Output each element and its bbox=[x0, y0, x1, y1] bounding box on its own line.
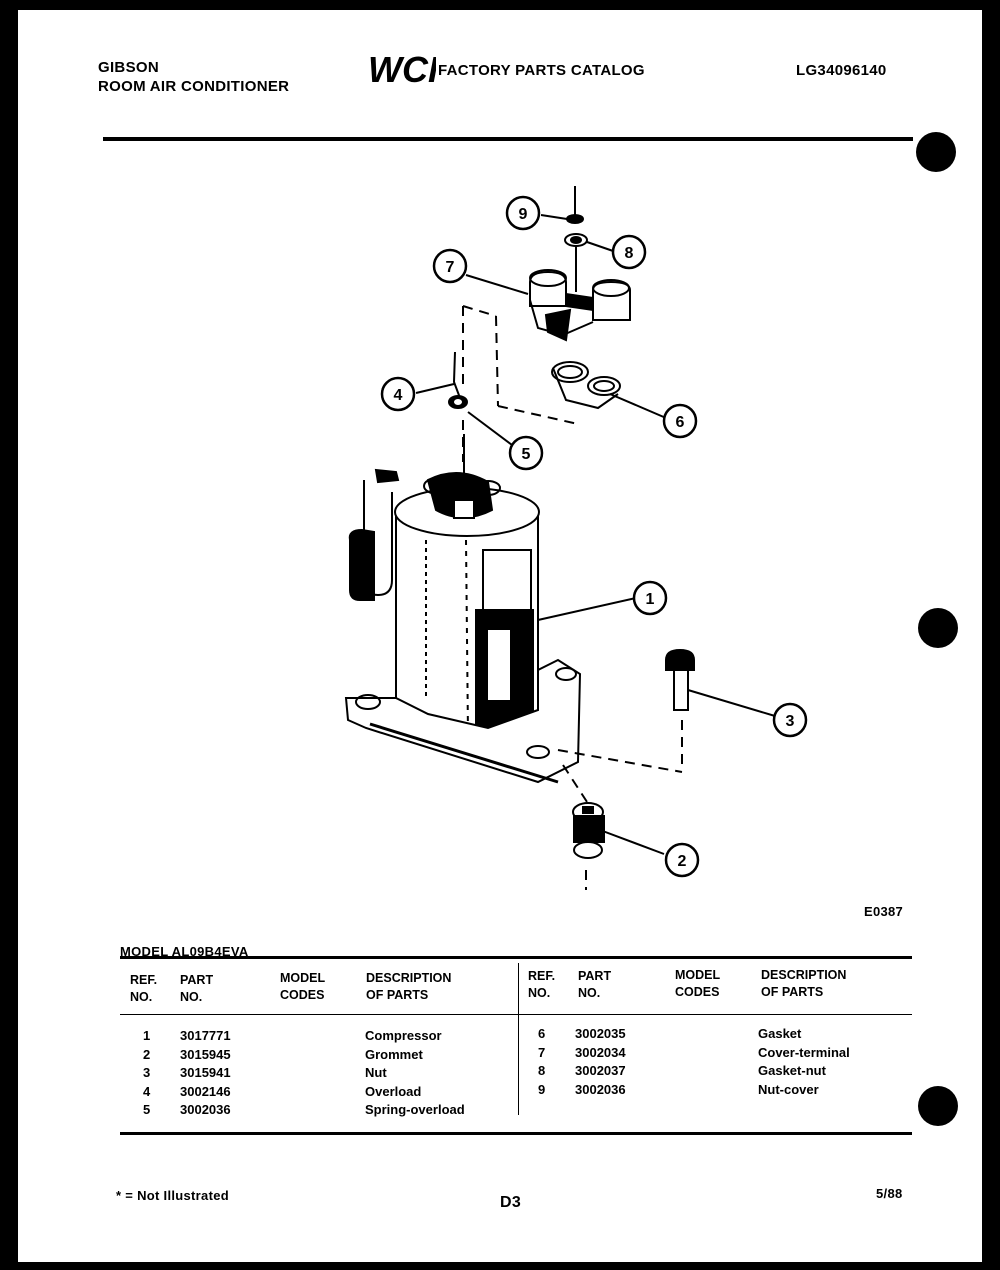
header-part-no-right: PART NO. bbox=[578, 969, 612, 1000]
callout-4 bbox=[380, 376, 416, 412]
wci-logo: WCI bbox=[368, 50, 436, 88]
callout-7 bbox=[432, 248, 468, 284]
page-code: D3 bbox=[500, 1194, 522, 1211]
callout-2-label: 2 bbox=[678, 853, 687, 870]
callout-1-label: 1 bbox=[646, 591, 655, 608]
binder-hole bbox=[916, 132, 956, 172]
callout-5 bbox=[508, 435, 544, 471]
callout-9-label: 9 bbox=[519, 206, 528, 223]
callout-8 bbox=[611, 234, 647, 270]
parts-list-right: 6 3002035 Gasket 7 3002034 Cover-termina… bbox=[518, 1026, 914, 1100]
table-row: 6 3002035 Gasket bbox=[538, 1026, 802, 1041]
callout-9 bbox=[505, 195, 541, 231]
callout-3-label: 3 bbox=[786, 713, 795, 730]
parts-catalog-page: GIBSON ROOM AIR CONDITIONER WCI FACTORY … bbox=[18, 10, 982, 1262]
diagram-code: E0387 bbox=[864, 904, 904, 919]
table-header-rule bbox=[120, 1014, 912, 1015]
table-row: 9 3002036 Nut-cover bbox=[538, 1081, 819, 1097]
header-model-codes-left: MODEL CODES bbox=[280, 971, 326, 1002]
table-row: 2 3015945 Grommet bbox=[143, 1046, 423, 1062]
callout-8-label: 8 bbox=[625, 245, 634, 262]
catalog-number: LG34096140 bbox=[796, 62, 887, 79]
exploded-parts-diagram: 9 8 7 6 4 5 1 3 2 bbox=[344, 186, 808, 890]
table-row: 8 3002037 Gasket-nut bbox=[538, 1063, 826, 1078]
parts-list-left: 1 3017771 Compressor 2 3015945 Grommet 3… bbox=[118, 1028, 518, 1121]
binder-hole bbox=[918, 608, 958, 648]
header-description-left: DESCRIPTION OF PARTS bbox=[366, 971, 452, 1002]
callout-1 bbox=[632, 580, 668, 616]
page-date: 5/88 bbox=[876, 1186, 903, 1201]
header-ref-no-left: REF. NO. bbox=[130, 973, 158, 1004]
table-row: 3 3015941 Nut bbox=[143, 1065, 387, 1080]
product-name: ROOM AIR CONDITIONER bbox=[98, 78, 290, 95]
table-top-rule bbox=[120, 956, 912, 959]
callout-2 bbox=[664, 842, 700, 878]
table-row: 5 3002036 Spring-overload bbox=[143, 1102, 465, 1117]
callout-4-label: 4 bbox=[394, 387, 403, 404]
header-model-codes-right: MODEL CODES bbox=[675, 968, 721, 999]
table-row: 1 3017771 Compressor bbox=[143, 1028, 442, 1043]
brand-block: GIBSON ROOM AIR CONDITIONER bbox=[98, 58, 289, 96]
table-row: 7 3002034 Cover-terminal bbox=[538, 1044, 850, 1060]
callout-6-lower bbox=[662, 403, 698, 439]
header-ref-no-right: REF. NO. bbox=[528, 969, 556, 1000]
logo-text: WCI bbox=[368, 50, 436, 88]
footnote: * = Not Illustrated bbox=[116, 1188, 229, 1203]
callout-7-label: 7 bbox=[446, 259, 455, 276]
header-rule bbox=[103, 137, 913, 141]
header-part-no-left: PART NO. bbox=[180, 973, 214, 1004]
callout-5-label: 5 bbox=[522, 446, 531, 463]
callout-6-lower-label: 6 bbox=[676, 414, 685, 431]
binder-hole bbox=[918, 1086, 958, 1126]
catalog-title: FACTORY PARTS CATALOG bbox=[438, 62, 645, 79]
table-row: 4 3002146 Overload bbox=[143, 1083, 422, 1099]
model-label: MODEL AL09B4EVA bbox=[120, 944, 249, 959]
header-description-right: DESCRIPTION OF PARTS bbox=[761, 968, 847, 999]
brand-name: GIBSON bbox=[98, 59, 159, 76]
table-bottom-rule bbox=[120, 1132, 912, 1135]
table-center-rule bbox=[518, 963, 519, 1115]
callout-3 bbox=[772, 702, 808, 738]
